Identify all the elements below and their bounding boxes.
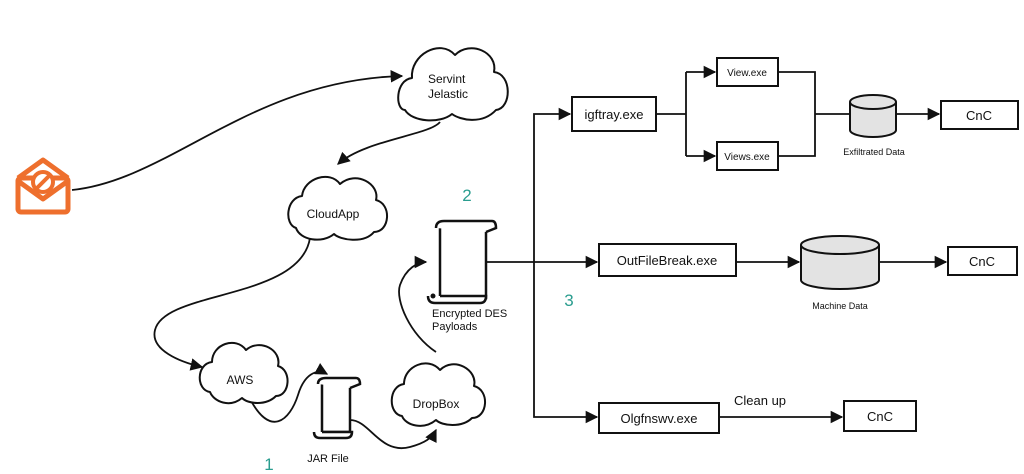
exfiltrated-data-label: Exfiltrated Data	[843, 147, 905, 157]
arrow-aws-to-jar	[247, 363, 329, 423]
jar-file-scroll-icon	[312, 376, 362, 440]
node-views: Views.exe	[716, 141, 779, 171]
machine-data-database-icon	[800, 235, 880, 290]
arrow-cloudapp-to-aws	[153, 237, 311, 371]
connectors	[71, 65, 948, 450]
cloud-dropbox: DropBox	[390, 362, 486, 427]
cloud-servint-line2: Jelastic	[428, 87, 468, 101]
arrow-branch-to-olgfnswv	[533, 262, 599, 424]
step-number-1: 1	[264, 455, 273, 474]
cloud-cloudapp: CloudApp	[287, 175, 388, 241]
igftray-label: igftray.exe	[584, 107, 643, 122]
arrow-servint-to-cloudapp	[337, 121, 441, 165]
outfilebreak-label: OutFileBreak.exe	[617, 253, 717, 268]
views-label: Views.exe	[724, 152, 770, 163]
node-cnc-3: CnC	[843, 400, 917, 432]
arrow-dropbox-to-payloads	[398, 255, 437, 353]
cloud-servint-line1: Servint	[428, 72, 466, 86]
machine-data-label: Machine Data	[812, 301, 868, 311]
cnc-1-label: CnC	[966, 108, 992, 123]
node-cnc-2: CnC	[947, 246, 1018, 276]
payload-scroll-icon	[426, 219, 498, 305]
step-number-2: 2	[462, 186, 471, 205]
node-cnc-1: CnC	[940, 100, 1019, 130]
igftray-branch-line	[656, 72, 687, 156]
exfiltrated-data-database-icon	[849, 94, 897, 138]
jar-file-label: JAR File	[307, 453, 349, 465]
cloud-cloudapp-label: CloudApp	[307, 207, 360, 221]
arrow-email-to-servint	[71, 70, 404, 191]
cloud-dropbox-label: DropBox	[413, 397, 460, 411]
node-view: View.exe	[716, 57, 779, 87]
clean-up-label: Clean up	[734, 393, 786, 408]
view-label: View.exe	[727, 68, 767, 79]
node-outfilebreak: OutFileBreak.exe	[598, 243, 737, 277]
arrow-branch-to-igftray	[533, 107, 572, 262]
email-blocked-icon	[15, 157, 71, 215]
cnc-3-label: CnC	[867, 409, 893, 424]
cnc-2-label: CnC	[969, 254, 995, 269]
cloud-aws-label: AWS	[227, 373, 254, 387]
olgfnswv-label: Olgfnswv.exe	[620, 411, 697, 426]
node-igftray: igftray.exe	[571, 96, 657, 132]
merge-lines	[778, 71, 850, 157]
step-number-3: 3	[564, 291, 573, 310]
node-olgfnswv: Olgfnswv.exe	[598, 402, 720, 434]
payload-label-line2: Payloads	[432, 321, 478, 333]
payload-label-line1: Encrypted DES	[432, 308, 507, 320]
arrow-jar-to-dropbox	[349, 419, 437, 450]
cloud-aws: AWS	[198, 341, 289, 405]
cloud-servint-jelastic: Servint Jelastic	[397, 47, 509, 122]
